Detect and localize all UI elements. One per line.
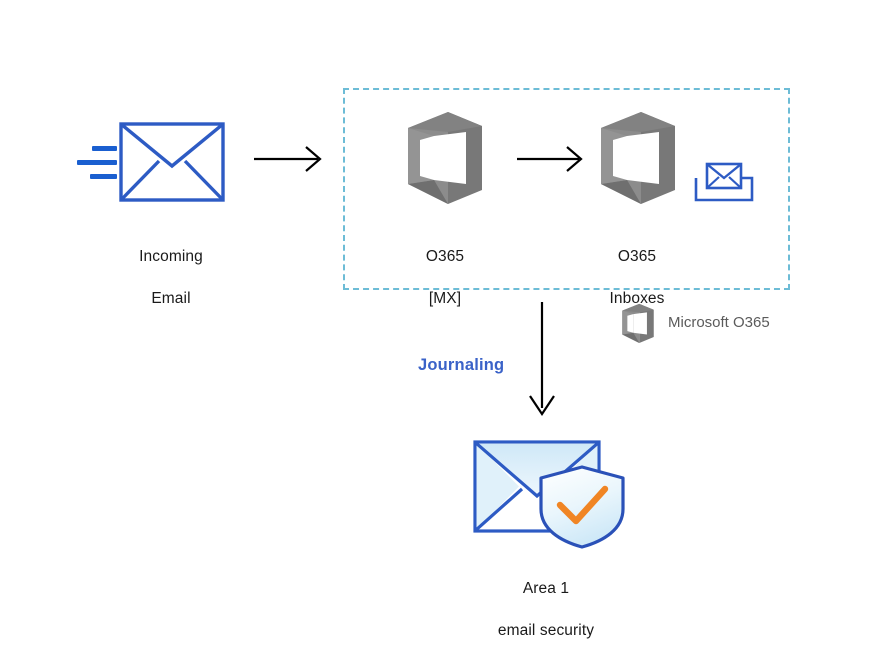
o365-mx-label-line-2: [MX]: [428, 289, 462, 307]
incoming-email-label: Incoming Email: [85, 226, 257, 331]
legend-label: Microsoft O365: [668, 314, 770, 331]
shielded-envelope-icon: [472, 437, 630, 549]
area1-label: Area 1 email security: [456, 558, 636, 653]
arrow-mx-to-inboxes: [517, 143, 587, 175]
o365-boundary-zone: [343, 88, 790, 290]
office-365-icon-inboxes: [597, 110, 679, 204]
area1-label-line-1: Area 1: [522, 579, 570, 597]
arrow-inboxes-to-area1: [524, 302, 560, 420]
journaling-edge-label: Journaling: [418, 356, 505, 374]
legend-office-365-icon: [620, 303, 656, 343]
office-365-icon-mx: [404, 110, 486, 204]
o365-inboxes-label-line-2: Inboxes: [609, 289, 665, 307]
incoming-email-label-line-1: Incoming: [139, 247, 203, 265]
incoming-email-label-line-2: Email: [151, 289, 191, 307]
envelope-icon: [119, 122, 225, 202]
o365-mx-label: O365 [MX]: [360, 226, 530, 331]
o365-inboxes-label-line-1: O365: [617, 247, 657, 265]
speed-lines-icon: [76, 143, 120, 187]
o365-inboxes-label: O365 Inboxes: [552, 226, 722, 331]
arrow-incoming-to-mx: [254, 143, 326, 175]
o365-mx-label-line-1: O365: [425, 247, 465, 265]
inbox-tray-icon: [693, 157, 755, 205]
area1-label-line-2: email security: [497, 621, 595, 639]
